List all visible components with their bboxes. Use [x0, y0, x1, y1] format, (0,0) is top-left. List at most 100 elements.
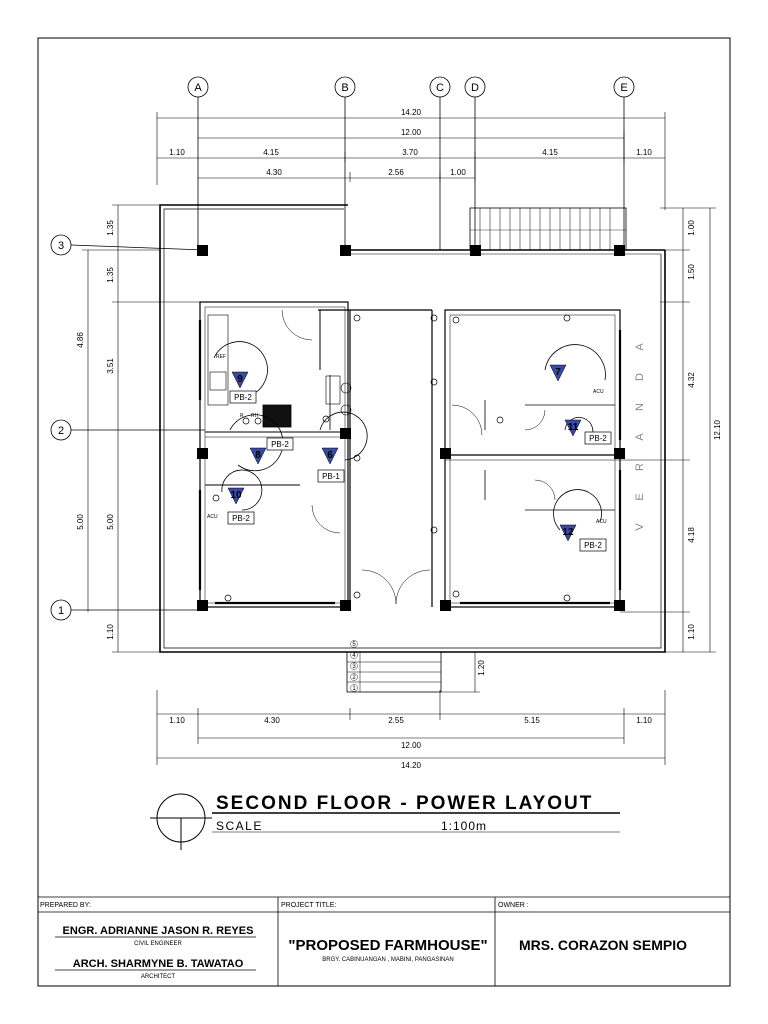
- grid-label-b: B: [341, 82, 348, 94]
- dim-bottom-inner: 12.00: [401, 741, 422, 750]
- dim-top-seg-3: 3.70: [402, 148, 418, 157]
- panelboard-tag: PB-2: [234, 393, 252, 402]
- architect-role: ARCHITECT: [141, 974, 176, 980]
- stair-step: 3: [352, 664, 356, 670]
- project-title: "PROPOSED FARMHOUSE": [288, 937, 487, 954]
- grid-label-e: E: [620, 82, 627, 94]
- grid-label-2: 2: [58, 425, 64, 437]
- dim-top-inner: 12.00: [401, 128, 422, 137]
- dim-top-seg-5: 1.10: [636, 148, 652, 157]
- equipment-tag-acu: ACU: [596, 519, 607, 525]
- owner-name: MRS. CORAZON SEMPIO: [519, 937, 687, 953]
- sheet-border: [37, 37, 731, 987]
- bottom-dimension-lines: [156, 690, 666, 765]
- panelboard-tag: PB-2: [584, 541, 602, 550]
- dim-right-3: 4.32: [687, 372, 696, 388]
- project-title-label: PROJECT TITLE:: [281, 902, 336, 909]
- dim-top-overall: 14.20: [401, 108, 422, 117]
- dim-left-outer-1: 1.35: [106, 220, 115, 236]
- circuit-number-10: 10: [230, 490, 242, 501]
- dim-right-2: 1.50: [687, 264, 696, 280]
- dim-stair-height: 1.20: [477, 660, 486, 676]
- dim-bottom-seg-4: 5.15: [524, 716, 540, 725]
- dim-top-seg-4: 4.15: [542, 148, 558, 157]
- stair-step: 5: [352, 642, 356, 648]
- grid-label-3: 3: [58, 240, 64, 252]
- convenience-outlets: [212, 314, 571, 602]
- circuit-number-6: 6: [327, 450, 333, 461]
- svg-text:A: A: [634, 343, 646, 351]
- dim-bottom-seg-5: 1.10: [636, 716, 652, 725]
- equipment-tag-acu: ACU: [593, 389, 604, 395]
- dim-right-5: 1.10: [687, 624, 696, 640]
- equipment-tag-rh: RH: [251, 413, 259, 419]
- grid-label-c: C: [436, 82, 444, 94]
- equipment-tag-ref: REF: [216, 354, 226, 360]
- drawing-title: SECOND FLOOR - POWER LAYOUT: [216, 793, 593, 814]
- veranda-label: V E R A N D A: [634, 343, 646, 531]
- title-symbol: [150, 793, 620, 850]
- dim-top-sub-1: 4.30: [266, 168, 282, 177]
- panelboard-tag-boxes: [227, 390, 612, 552]
- dim-bottom-seg-3: 2.55: [388, 716, 404, 725]
- panelboard-tag: PB-2: [271, 440, 289, 449]
- svg-text:V: V: [634, 523, 646, 531]
- dim-left-inner-2: 3.51: [106, 358, 115, 374]
- circuit-markers: [227, 364, 582, 542]
- panelboard-tag: PB-1: [322, 472, 340, 481]
- circuit-arcs: [213, 341, 606, 531]
- svg-text:D: D: [634, 373, 646, 381]
- grid-label-1: 1: [58, 605, 64, 617]
- grid-column-markers: [187, 76, 635, 250]
- circuit-number-9: 9: [237, 374, 243, 385]
- svg-text:E: E: [634, 493, 646, 500]
- floor-plan: [159, 204, 666, 693]
- panelboard-tag: PB-2: [232, 514, 250, 523]
- dim-bottom-overall: 14.20: [401, 761, 422, 770]
- dim-left-outer-2: 4.86: [76, 332, 85, 348]
- grid-row-markers: [50, 234, 206, 621]
- engineer-name: ENGR. ADRIANNE JASON R. REYES: [63, 925, 254, 937]
- title-block-frame: [38, 896, 730, 986]
- stair-step: 4: [352, 653, 356, 659]
- circuit-number-11: 11: [568, 422, 579, 433]
- left-dimension-lines: [82, 204, 205, 653]
- dim-bottom-seg-1: 1.10: [169, 716, 185, 725]
- scale-value: 1:100m: [441, 819, 487, 833]
- engineer-role: CIVIL ENGINEER: [134, 941, 182, 947]
- dim-right-1: 1.00: [687, 220, 696, 236]
- dim-left-outer-3: 5.00: [76, 514, 85, 530]
- dim-left-outer-4: 1.10: [106, 624, 115, 640]
- panelboard-tag: PB-2: [589, 434, 607, 443]
- grid-label-d: D: [471, 82, 479, 94]
- circuit-number-8: 8: [255, 450, 261, 461]
- circuit-number-12: 12: [562, 527, 574, 538]
- dim-top-seg-2: 4.15: [263, 148, 279, 157]
- architect-name: ARCH. SHARMYNE B. TAWATAO: [73, 958, 244, 970]
- structural-columns: [197, 245, 625, 611]
- grid-label-a: A: [194, 82, 202, 94]
- right-dimension-lines: [620, 207, 716, 653]
- svg-text:R: R: [634, 463, 646, 471]
- top-dimension-lines: [156, 112, 666, 210]
- equipment-tag-acu: ACU: [207, 514, 218, 520]
- stair-step: 2: [352, 675, 356, 681]
- stair-step-numbers: [350, 640, 358, 692]
- dim-left-inner-1: 1.35: [106, 267, 115, 283]
- dim-left-inner-3: 5.00: [106, 514, 115, 530]
- svg-text:A: A: [634, 433, 646, 441]
- project-location: BRGY. CABINUANGAN , MABINI, PANGASINAN: [322, 957, 453, 963]
- dim-bottom-seg-2: 4.30: [264, 716, 280, 725]
- scale-label: SCALE: [216, 819, 263, 833]
- svg-text:N: N: [634, 403, 646, 411]
- dim-right-4: 4.18: [687, 527, 696, 543]
- stair-step: 1: [352, 686, 356, 692]
- dim-top-seg-1: 1.10: [169, 148, 185, 157]
- owner-label: OWNER :: [498, 902, 529, 909]
- circuit-number-7: 7: [555, 367, 561, 378]
- dim-top-sub-3: 1.00: [450, 168, 466, 177]
- prepared-by-label: PREPARED BY:: [40, 902, 91, 909]
- dim-top-sub-2: 2.56: [388, 168, 404, 177]
- dim-right-overall: 12.10: [713, 419, 722, 440]
